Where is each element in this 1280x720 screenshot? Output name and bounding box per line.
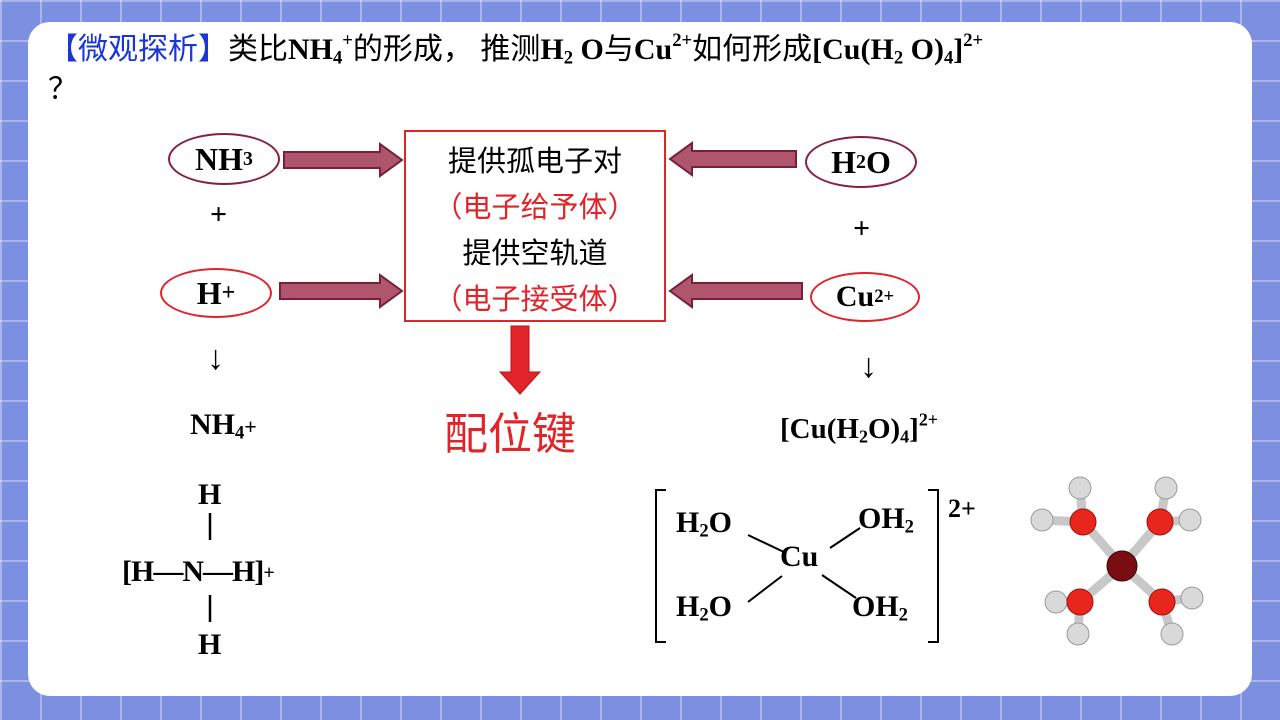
bond-cu-tr xyxy=(829,527,861,549)
nh4-struct-middle: [H—N—H]+ xyxy=(122,555,275,588)
page-title: 【微观探析】类比NH4+的形成， 推测H2 O与Cu2+如何形成[Cu(H2 O… xyxy=(48,29,984,106)
formula-cu: Cu2+ xyxy=(633,29,693,66)
nh4-label: NH4+ xyxy=(190,408,257,444)
bracket-left xyxy=(655,489,666,643)
coordinate-bond-label: 配位键 xyxy=(444,409,576,460)
formula-nh4: NH4+ xyxy=(288,29,353,69)
arrow-hplus-to-box xyxy=(279,273,404,309)
ligand-top-left: H2O xyxy=(676,506,732,542)
molecule-model-image xyxy=(1030,476,1204,646)
arrow-h2o-to-box xyxy=(668,141,797,177)
donor-text: （电子给予体） xyxy=(433,190,637,224)
ligand-bottom-right: OH2 xyxy=(852,590,908,626)
acceptor-text: （电子接受体） xyxy=(433,282,637,316)
nh4-struct-h-top: H xyxy=(198,478,222,511)
hplus-ellipse: H+ xyxy=(160,268,272,318)
down-arrow-left: ↓ xyxy=(207,340,224,377)
arrow-nh3-to-box xyxy=(283,142,404,178)
complex-charge: 2+ xyxy=(948,494,976,523)
red-down-arrow xyxy=(498,325,542,395)
bond-cu-br xyxy=(821,574,857,599)
ligand-bottom-left: H2O xyxy=(676,590,732,626)
bond-cu-bl xyxy=(747,575,783,603)
empty-orbital-text: 提供空轨道 xyxy=(462,236,608,270)
plus-sign-right: + xyxy=(853,212,871,245)
question-mark: ？ xyxy=(48,73,78,106)
down-arrow-right: ↓ xyxy=(860,348,877,385)
explanation-box: 提供孤电子对 （电子给予体） 提供空轨道 （电子接受体） xyxy=(404,130,666,322)
bond-cu-tl xyxy=(747,534,787,554)
arrow-cu-to-box xyxy=(668,273,803,309)
formula-h2o: H2 O xyxy=(540,33,604,69)
bracket-right xyxy=(928,489,939,643)
lone-pair-text: 提供孤电子对 xyxy=(447,144,622,178)
complex-formula: [Cu(H2O)4]2+ xyxy=(780,409,939,447)
ligand-top-right: OH2 xyxy=(858,502,914,538)
title-tag: 【微观探析】 xyxy=(48,33,228,66)
plus-sign-left: + xyxy=(210,198,228,231)
formula-complex: [Cu(H2 O)4]2+ xyxy=(812,29,984,69)
copper-center: Cu xyxy=(780,540,819,573)
nh4-struct-h-bottom: H xyxy=(198,628,222,661)
